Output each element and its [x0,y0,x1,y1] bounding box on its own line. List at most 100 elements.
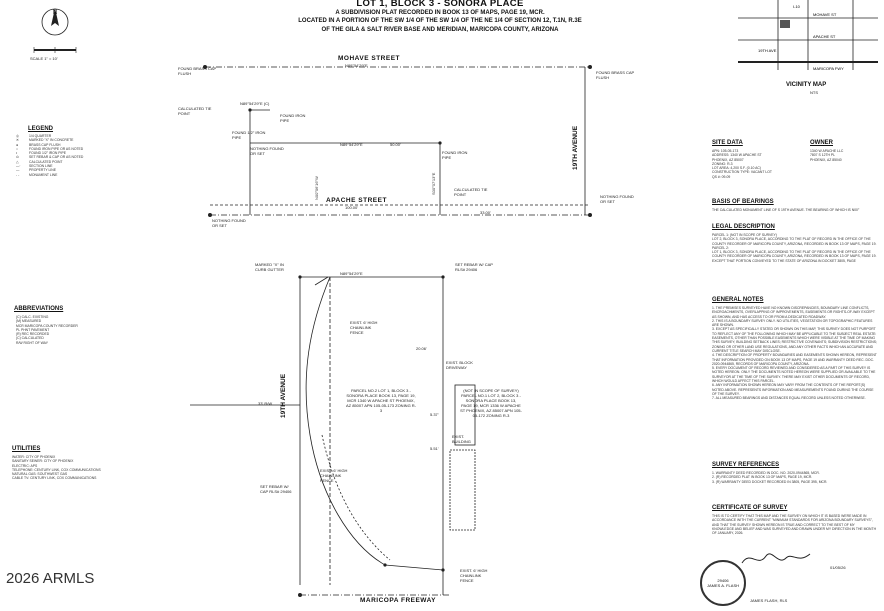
utility-item: NATURAL GAS: SOUTHWEST GAS [12,472,68,477]
exist-fence-label: EXIST. 6' HIGH CHAINLINK FENCE [460,568,488,583]
found-iron-pipe-label: FOUND IRON PIPE [280,113,306,123]
surveyor-seal: 29406 JAMES A. FLASH [700,560,746,606]
19th-avenue-left-label: 19TH AVENUE [280,373,287,418]
survey-reference: 1. WARRANTY DEED RECORDED IN DOC. NO. 20… [712,471,820,475]
site-data-item: ZONING: R-3 [712,161,733,166]
plat-drawing [190,65,592,597]
vicinity-label: 19TH AVE [758,48,777,53]
exist-fence-label: EXIST. 6' HIGH CHAINLINK FENCE [320,468,348,483]
legal-paragraph: LOT 2, BLOCK 3, SONORA PLACE, ACCORDING … [712,237,877,246]
general-note: 5. EVERY DOCUMENT OF RECORD REVIEWED AND… [712,366,876,384]
bearing-label: N00°06'16"W [314,176,319,200]
vicinity-map: I-10 19TH AVE MOHAVE ST APACHE ST MARICO… [738,0,878,71]
mohave-street-label: MOHAVE STREET [338,55,400,62]
survey-reference: 3. (R) WARRANTY DEED DOCKET RECORDED IN … [712,479,828,484]
distance-label: 5.51' [430,446,439,451]
distance-label: 20.06' [416,346,427,351]
armls-watermark: 2026 ARMLS [6,570,95,587]
site-data-list: APN: 105-05-173 ADDRESS: 1340 W APACHE S… [712,149,802,179]
distance-label: 100.00' [345,205,358,210]
survey-reference: 2. (R) RECORDED PLAT IN BOOK 13 OF MAPS,… [712,475,813,480]
abbreviations-list: (C) CALC. EXISTING (M) MEASURED MCR MARI… [16,315,106,345]
exist-fence-label: EXIST. 6' HIGH CHAINLINK FENCE [350,320,378,335]
site-data-heading: SITE DATA [712,140,743,146]
utility-item: WATER: CITY OF PHOENIX [12,455,56,459]
vicinity-label: MARICOPA FWY [813,66,844,71]
general-notes-heading: GENERAL NOTES [712,297,764,303]
bearing-label: N89°54'29"E [345,63,368,68]
legal-description-text: PARCEL 1: (NOT IN SCOPE OF SURVEY) LOT 2… [712,233,877,263]
parcel-2-label: PARCEL NO.2 LOT 1, BLOCK 3 - SONORA PLAC… [345,388,417,413]
site-data-item: PHOENIX, AZ 85007 [712,157,744,162]
plat-title: LOT 1, BLOCK 3 - SONORA PLACE A SUBDIVIS… [240,0,640,34]
owner-item: 7807 S 12TH PL [810,153,836,158]
vicinity-label: MOHAVE ST [813,12,837,17]
general-note: 3. EXCEPT AS SPECIFICALLY STATED OR SHOW… [712,327,877,353]
bearing-label: N89°54'29"E (C) [240,101,270,106]
svg-text:N: N [53,10,57,16]
abbreviation-item: (C) CALC. EXISTING [16,315,49,319]
row-width-label: 33' R/W [258,401,273,406]
signer-name: JAMES FLASH, RLS [750,598,788,603]
utility-item: ELECTRIC: APS [12,463,38,468]
basis-of-bearings-text: THE CALCULATED MONUMENT LINE OF S 19TH A… [712,208,860,212]
site-data-item: ADDRESS: 1340 W APACHE ST [712,153,762,158]
owner-list: 1340 W APACHE LLC 7807 S 12TH PL PHOENIX… [810,149,880,162]
survey-references-heading: SURVEY REFERENCES [712,462,780,468]
distance-label: 5.37' [430,412,439,417]
apache-street-label: APACHE STREET [326,197,387,204]
certificate-text: THIS IS TO CERTIFY THAT THIS MAP AND THE… [712,514,877,536]
legend-heading: LEGEND [28,126,54,132]
survey-references-list: 1. WARRANTY DEED RECORDED IN DOC. NO. 20… [712,471,877,484]
utility-item: CABLE TV: CENTURY LINK, COX COMMUNICATIO… [12,476,97,481]
exist-block-driveway-label: EXIST. BLOCK DRIVEWAY [446,360,473,370]
bearing-label: N89°54'29"E [340,271,363,276]
abbreviations-heading: ABBREVIATIONS [14,306,64,312]
north-arrow-icon: N [33,8,77,53]
vicinity-label: I-10 [793,4,801,9]
general-note: 2. THIS IS A BOUNDARY SURVEY ONLY. NO UT… [712,318,873,328]
nothing-found-label: NOTHING FOUND OR SET [600,194,634,204]
certificate-date: 01/05/26 [830,565,846,570]
legend-list: ◎1/4 QUARTER ✕MARKED "X" IN CONCRETE ●BR… [16,134,106,177]
scale-label: SCALE 1" = 10' [30,56,58,61]
site-data-item: QS #: 09-09 [712,174,731,179]
legend-item: △CALCULATED POINT [16,159,63,164]
legal-description-heading: LEGAL DESCRIPTION [712,224,775,230]
found-half-pipe-label: FOUND 1/2" IRON PIPE [232,130,266,140]
found-brass-cap-label: FOUND BRASS CAP FLUSH [596,70,635,80]
utilities-heading: UTILITIES [12,446,41,452]
marked-x-label: MARKED "X" IN CURB GUTTER [255,262,284,272]
legend-item: ⊙SET REBAR & CAP OR AS NOTED [16,155,84,160]
abbreviation-item: PL PHNT PAVEMENT [16,327,50,332]
exist-building-label: EXIST. BUILDING [452,434,471,444]
utilities-list: WATER: CITY OF PHOENIX SANITARY SEWER: C… [12,455,122,481]
site-data-item: APN: 105-05-173 [712,149,739,153]
site-data-item: LOT AREA: 4,200 S.F. (0.10 AC) [712,166,761,171]
legend-item: —·SECTION LINE [16,164,53,169]
abbreviation-item: (M) MEASURED [16,319,42,324]
calculated-tie-label: CALCULATED TIE POINT [178,106,212,116]
owner-item: PHOENIX, AZ 85040 [810,157,842,162]
utility-item: SANITARY SEWER: CITY OF PHOENIX [12,459,74,464]
general-note: 4. THE DESCRIPTION OF PROPERTY BOUNDARIE… [712,353,877,366]
nothing-found-label: NOTHING FOUND OR SET [250,146,284,156]
title-line-4: OF THE GILA & SALT RIVER BASE AND MERIDI… [321,26,559,33]
site-data-item: CONSTRUCTION TYPE: VACANT LOT [712,170,772,175]
seal-number: 29406 [717,578,729,583]
legal-paragraph: LOT 1, BLOCK 3, SONORA PLACE, ACCORDING … [712,250,877,259]
utility-item: TELEPHONE: CENTURY LINK, COX COMMUNICATI… [12,467,101,472]
title-line-1: LOT 1, BLOCK 3 - SONORA PLACE [356,0,524,9]
general-note: 7. ALL MEASURED BEARINGS AND DISTANCES E… [712,396,866,401]
set-rebar-label: SET REBAR W/ CAP RLS# 29406 [260,484,292,494]
legend-item: ○FOUND IRON PIPE OR AS NOTED [16,146,84,151]
title-line-2: A SUBDIVISION PLAT RECORDED IN BOOK 13 O… [335,9,545,16]
legend-item: •FOUND 1/2" IRON PIPE [16,151,67,156]
abbreviation-item: (C) CALCULATED [16,336,44,341]
set-rebar-label: SET REBAR W/ CAP RLS# 29406 [455,262,493,272]
basis-of-bearings-heading: BASIS OF BEARINGS [712,199,774,205]
abbreviation-item: R/W RIGHT OF WAY [16,340,48,345]
parcel-1-label: (NOT IN SCOPE OF SURVEY) PARCEL NO.1 LOT… [460,388,522,418]
title-line-3: LOCATED IN A PORTION OF THE SW 1/4 OF TH… [298,18,582,24]
legal-paragraph: PARCEL 2: [712,245,729,250]
